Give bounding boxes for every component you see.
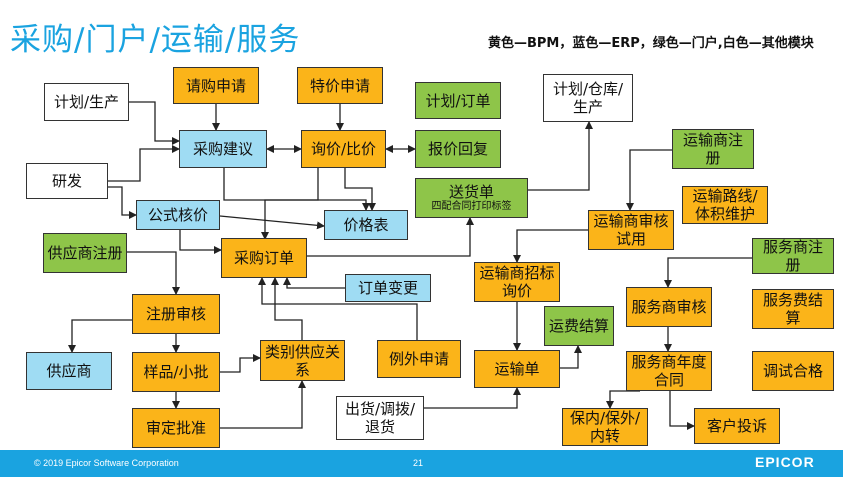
node-outbound-transfer-return[interactable]: 出货/调拨/退货: [336, 396, 424, 440]
node-exception-request[interactable]: 例外申请: [377, 340, 461, 378]
epicor-logo: EPICOR: [755, 454, 815, 470]
node-warranty[interactable]: 保内/保外/内转: [562, 408, 648, 446]
node-service-annual-contract[interactable]: 服务商年度合同: [626, 351, 712, 391]
delivery-note-sublabel: 四配合同打印标签: [431, 201, 512, 212]
node-plan-warehouse-production[interactable]: 计划/仓库/生产: [543, 74, 633, 122]
connector-lines: [68, 101, 752, 430]
page-title: 采购/门户/运输/服务: [10, 22, 301, 58]
node-purchase-order[interactable]: 采购订单: [221, 238, 307, 278]
node-supplier[interactable]: 供应商: [26, 352, 112, 390]
node-waybill[interactable]: 运输单: [474, 350, 560, 388]
node-audit-approve[interactable]: 审定批准: [132, 408, 220, 448]
footer-bar: © 2019 Epicor Software Corporation 21 EP…: [0, 450, 843, 477]
node-sample-small-batch[interactable]: 样品/小批: [132, 352, 220, 392]
node-category-supplier[interactable]: 类别供应关系: [260, 340, 345, 381]
node-plan-order[interactable]: 计划/订单: [415, 82, 501, 119]
node-rd[interactable]: 研发: [26, 163, 108, 199]
node-order-change[interactable]: 订单变更: [345, 274, 431, 302]
delivery-note-label: 送货单: [448, 183, 494, 201]
node-plan-production[interactable]: 计划/生产: [44, 83, 129, 121]
node-inquiry-compare[interactable]: 询价/比价: [301, 130, 386, 168]
node-service-review[interactable]: 服务商审核: [626, 287, 712, 327]
color-legend: 黄色—BPM，蓝色—ERP，绿色—门户,白色—其他模块: [488, 36, 814, 51]
page-number: 21: [413, 458, 424, 468]
node-customer-complaint[interactable]: 客户投诉: [694, 408, 780, 444]
node-quote-reply[interactable]: 报价回复: [415, 130, 501, 168]
node-delivery-note[interactable]: 送货单 四配合同打印标签: [415, 178, 528, 218]
node-service-fee-settlement[interactable]: 服务费结算: [752, 289, 834, 329]
node-carrier-review[interactable]: 运输商审核试用: [588, 210, 674, 250]
node-carrier-bidding[interactable]: 运输商招标询价: [474, 262, 560, 302]
node-purchase-suggestion[interactable]: 采购建议: [179, 130, 267, 168]
node-route-volume[interactable]: 运输路线/体积维护: [682, 186, 768, 224]
node-carrier-register[interactable]: 运输商注册: [672, 129, 754, 169]
node-supplier-register[interactable]: 供应商注册: [43, 233, 127, 273]
node-debug-qualified[interactable]: 调试合格: [752, 351, 834, 391]
node-special-price-request[interactable]: 特价申请: [297, 67, 383, 104]
footer-copyright: © 2019 Epicor Software Corporation: [34, 458, 179, 468]
node-formula-pricing[interactable]: 公式核价: [136, 200, 220, 230]
node-price-list[interactable]: 价格表: [324, 210, 408, 240]
node-service-register[interactable]: 服务商注册: [752, 238, 834, 274]
node-purchase-request[interactable]: 请购申请: [173, 67, 259, 104]
node-register-review[interactable]: 注册审核: [132, 294, 220, 334]
node-freight-settlement[interactable]: 运费结算: [544, 306, 614, 346]
